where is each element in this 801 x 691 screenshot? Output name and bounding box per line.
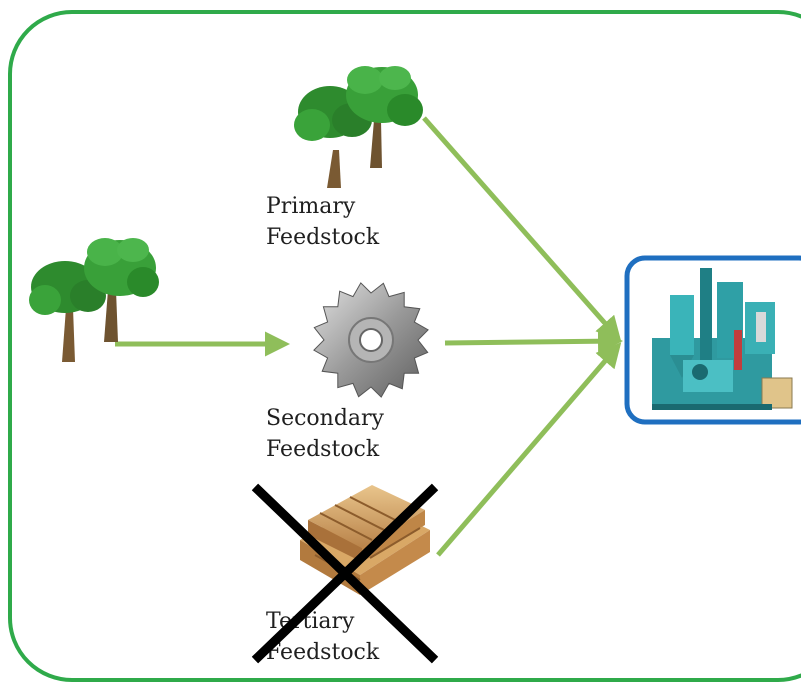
secondary-feedstock-label: Secondary Feedstock — [266, 403, 384, 465]
arrow-secondary-to-machine — [444, 328, 623, 354]
processing-machine — [624, 255, 801, 425]
primary-label-line1: Primary — [266, 194, 356, 219]
arrow-primary-to-machine — [422, 116, 622, 342]
arrow-tertiary-to-machine — [436, 342, 622, 557]
tertiary-label-line1: Tertiary — [266, 609, 355, 634]
secondary-label-line1: Secondary — [266, 406, 384, 431]
tertiary-label-line2: Feedstock — [266, 640, 380, 665]
primary-label-line2: Feedstock — [266, 225, 380, 250]
saw-blade-icon — [313, 282, 429, 398]
machine-icon — [652, 268, 793, 410]
saw-blade-hole — [359, 328, 383, 352]
secondary-label-line2: Feedstock — [266, 437, 380, 462]
primary-feedstock-label: Primary Feedstock — [266, 191, 379, 253]
primary-trees-icon — [294, 66, 423, 188]
tertiary-feedstock-label: Tertiary Feedstock — [266, 606, 379, 668]
trees-icon — [29, 238, 159, 362]
outer-frame — [8, 10, 801, 682]
pallet-icon — [300, 485, 430, 595]
